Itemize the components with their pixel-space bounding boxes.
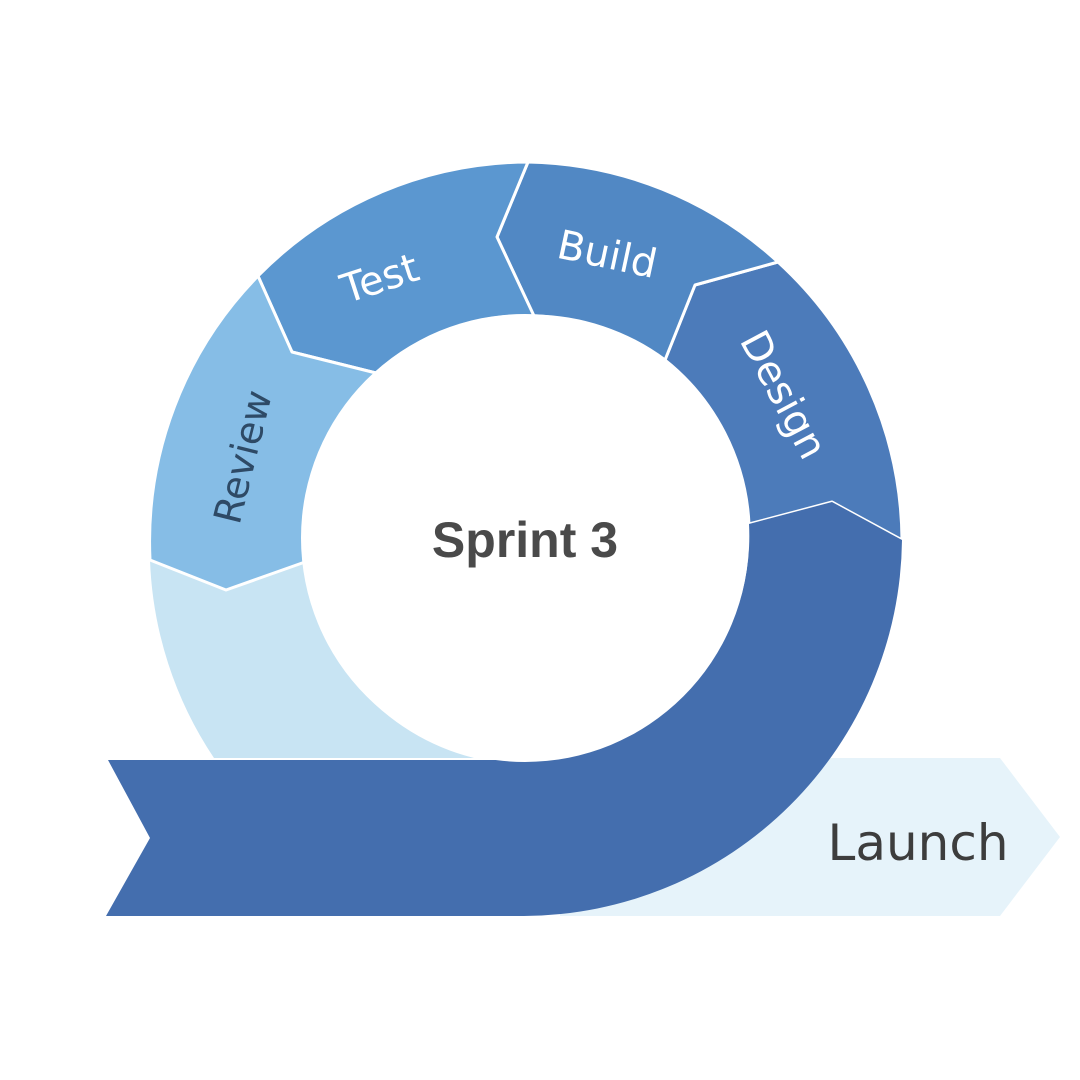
launch-label: Launch (827, 814, 1008, 872)
phase-segments (148, 160, 904, 592)
sprint-title: Sprint 3 (432, 512, 618, 568)
cycle-track-light (150, 560, 474, 758)
cycle-center-circle (301, 314, 749, 762)
sprint-path-ribbon (106, 502, 902, 916)
